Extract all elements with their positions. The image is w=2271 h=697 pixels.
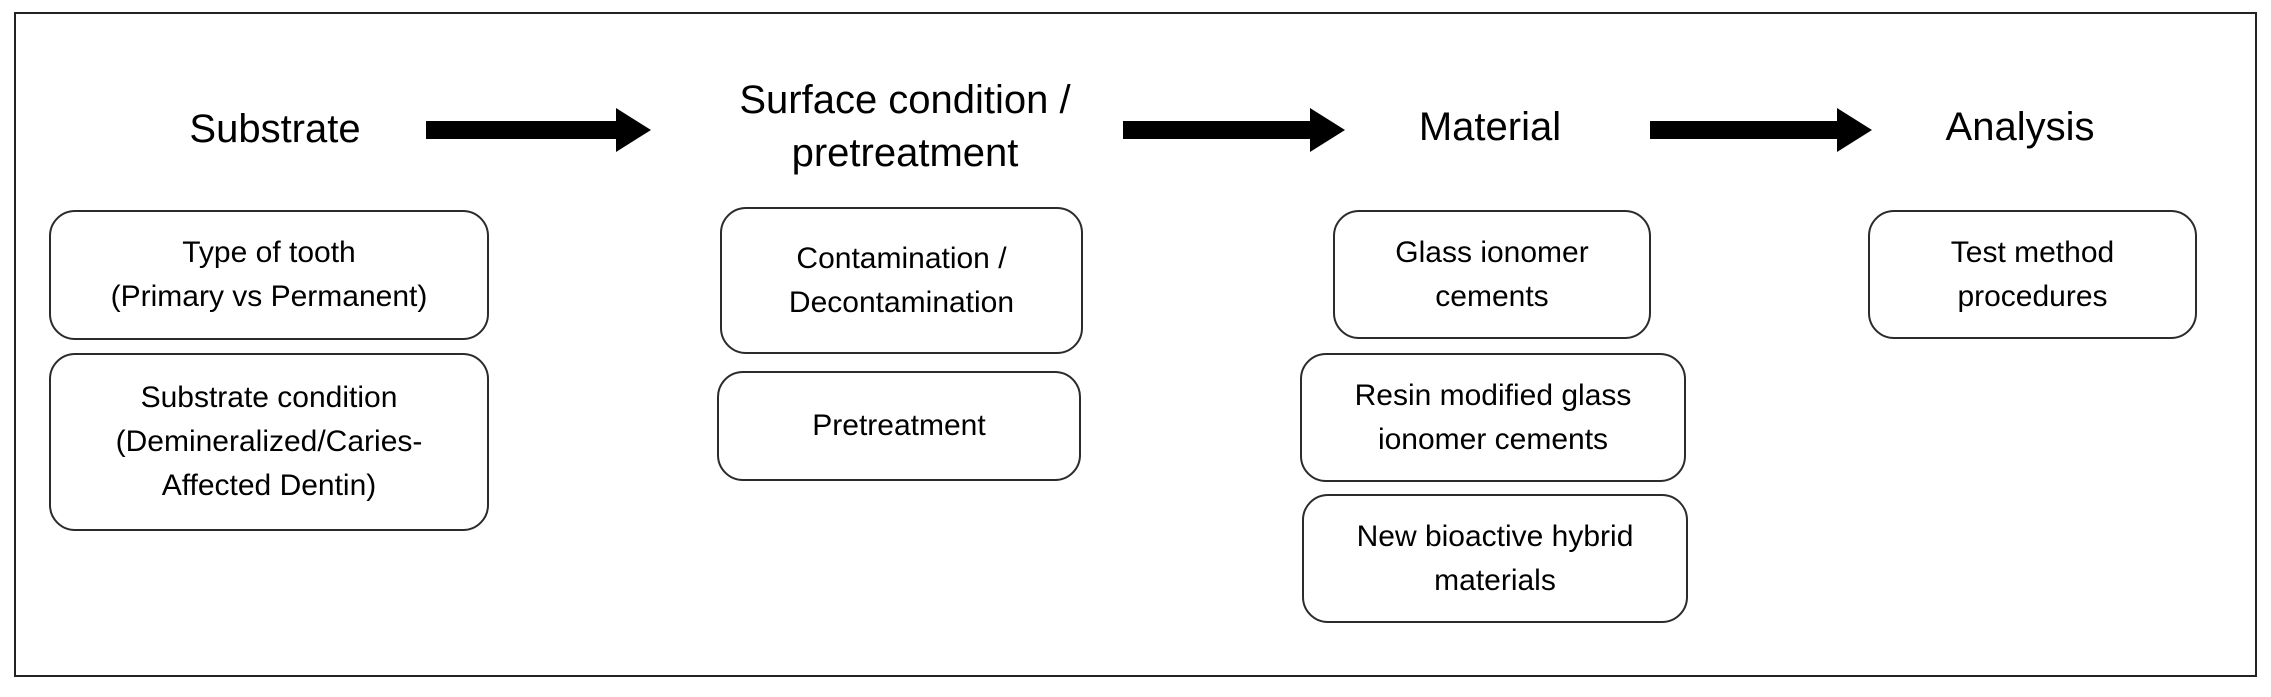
stage-heading-material: Material — [1418, 105, 1562, 149]
box-glass-ionomer-cements: Glass ionomer cements — [1333, 210, 1651, 339]
box-substrate-condition: Substrate condition (Demineralized/Carie… — [49, 353, 489, 531]
box-resin-modified-glass-ionomer: Resin modified glass ionomer cements — [1300, 353, 1686, 482]
box-contamination: Contamination / Decontamination — [720, 207, 1083, 354]
stage-heading-surface-condition: Surface condition / pretreatment — [739, 78, 1071, 175]
arrow-right-icon — [426, 108, 651, 152]
box-bioactive-hybrid-materials: New bioactive hybrid materials — [1302, 494, 1688, 623]
arrow-right-icon — [1650, 108, 1872, 152]
box-pretreatment: Pretreatment — [717, 371, 1081, 481]
box-test-method-procedures: Test method procedures — [1868, 210, 2197, 339]
stage-heading-substrate: Substrate — [189, 107, 361, 151]
arrow-right-icon — [1123, 108, 1345, 152]
stage-heading-analysis: Analysis — [1945, 105, 2095, 149]
diagram-frame — [14, 12, 2257, 677]
box-type-of-tooth: Type of tooth (Primary vs Permanent) — [49, 210, 489, 340]
